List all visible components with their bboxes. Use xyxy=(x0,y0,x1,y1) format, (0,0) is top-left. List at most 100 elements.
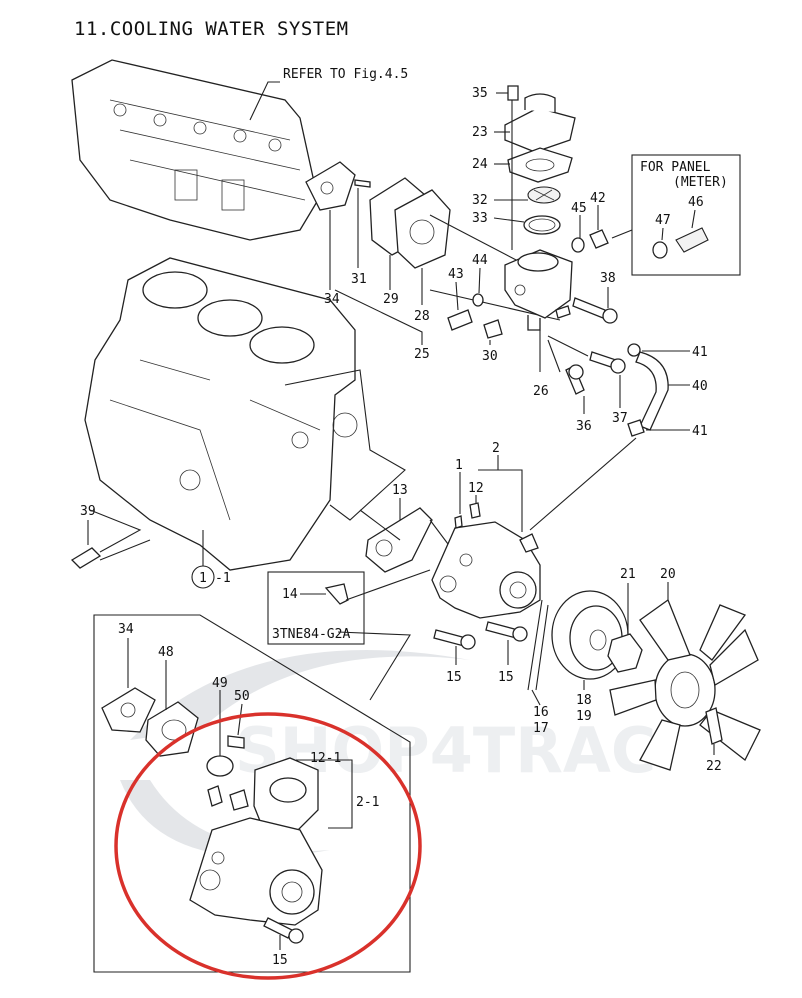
callout-47: 47 xyxy=(655,213,671,228)
callout-29: 29 xyxy=(383,292,399,307)
callout-15-right: 15 xyxy=(498,670,514,685)
thermostat-32 xyxy=(527,186,561,204)
thermostat-housing xyxy=(504,249,573,331)
callout-23: 23 xyxy=(472,125,488,140)
inset-plug xyxy=(207,785,223,807)
highlight-circle xyxy=(114,712,422,980)
thermostat-cover-23 xyxy=(504,93,576,153)
plug-1 xyxy=(454,515,463,529)
callout-21: 21 xyxy=(620,567,636,582)
inset-water-pump-2-1 xyxy=(189,757,323,926)
callout-25: 25 xyxy=(414,347,430,362)
inset-elbow-48 xyxy=(145,701,199,757)
callout-20: 20 xyxy=(660,567,676,582)
plug-12 xyxy=(469,502,481,519)
sender-46 xyxy=(675,227,709,253)
inset-gasket-34 xyxy=(101,687,156,733)
cylinder-block xyxy=(84,257,358,571)
callout-22: 22 xyxy=(706,759,722,774)
callout-36: 36 xyxy=(576,419,592,434)
elbow-14 xyxy=(324,583,349,605)
callout-12: 12 xyxy=(468,481,484,496)
refer-note: REFER TO Fig.4.5 xyxy=(283,67,408,82)
callout-46: 46 xyxy=(688,195,704,210)
panel-meter-box: FOR PANEL (METER) 46 47 xyxy=(631,154,741,276)
callout-37: 37 xyxy=(612,411,628,426)
callout-43: 43 xyxy=(448,267,464,282)
cock-43 xyxy=(447,309,473,331)
callout-2: 2 xyxy=(492,441,500,456)
callout-45: 45 xyxy=(571,201,587,216)
union-30 xyxy=(483,319,503,339)
plug-42 xyxy=(589,229,609,249)
callout-41-upper: 41 xyxy=(692,345,708,360)
diagram-title: 11.COOLING WATER SYSTEM xyxy=(74,18,349,40)
bolt-22 xyxy=(705,707,723,745)
inset-callout-15: 15 xyxy=(272,953,288,968)
inset-bolt-50 xyxy=(227,735,245,749)
inset-callout-34: 34 xyxy=(118,622,134,637)
panel-box-line2: (METER) xyxy=(673,175,728,190)
refer-leader xyxy=(249,81,280,121)
inset-callout-48: 48 xyxy=(158,645,174,660)
callout-33: 33 xyxy=(472,211,488,226)
callout-13: 13 xyxy=(392,483,408,498)
cylinder-head xyxy=(71,59,319,241)
callout-1: 1 xyxy=(455,458,463,473)
callout-31: 31 xyxy=(351,272,367,287)
clip-41-lower xyxy=(627,419,645,437)
clip-41-upper xyxy=(627,343,641,357)
callout-32: 32 xyxy=(472,193,488,208)
gasket-13 xyxy=(365,507,433,573)
callout-19: 19 xyxy=(576,709,592,724)
front-plate-outline xyxy=(284,369,406,521)
inset-box-3tne84: 14 3TNE84-G2A xyxy=(267,571,365,645)
inset-callout-12-1: 12-1 xyxy=(310,751,341,766)
panel-box-line1: FOR PANEL xyxy=(640,160,711,175)
drain-cock-39 xyxy=(70,547,102,569)
inset-callout-49: 49 xyxy=(212,676,228,691)
callout-1-1-num: 1 xyxy=(199,571,207,586)
water-pump xyxy=(431,521,541,619)
watermark: SHOP4TRAC xyxy=(120,650,656,857)
bolt-38 xyxy=(572,297,606,319)
inset-box-label: 3TNE84-G2A xyxy=(272,627,350,642)
bypass-hose-40 xyxy=(635,351,669,431)
callout-26: 26 xyxy=(533,384,549,399)
callout-1-1-suffix: -1 xyxy=(215,571,231,586)
callout-39: 39 xyxy=(80,504,96,519)
callout-40: 40 xyxy=(692,379,708,394)
callout-42: 42 xyxy=(590,191,606,206)
callout-41-lower: 41 xyxy=(692,424,708,439)
callout-28: 28 xyxy=(414,309,430,324)
washer-44 xyxy=(472,293,484,307)
callout-24: 24 xyxy=(472,157,488,172)
callout-44: 44 xyxy=(472,253,488,268)
callout-30: 30 xyxy=(482,349,498,364)
spacer-21 xyxy=(607,633,643,673)
callout-34: 34 xyxy=(324,292,340,307)
callout-17: 17 xyxy=(533,721,549,736)
inset-oring-49 xyxy=(206,755,234,777)
inset-lower-frame xyxy=(93,614,411,973)
stud-26 xyxy=(555,305,571,319)
inset-callout-50: 50 xyxy=(234,689,250,704)
callout-15-left: 15 xyxy=(446,670,462,685)
hose-connection-line xyxy=(529,437,637,531)
callout-18: 18 xyxy=(576,693,592,708)
callout-16: 16 xyxy=(533,705,549,720)
callout-14: 14 xyxy=(282,587,298,602)
washer-45 xyxy=(571,237,585,253)
housing-28 xyxy=(394,189,451,269)
callout-38: 38 xyxy=(600,271,616,286)
bolt-31 xyxy=(354,179,371,188)
gasket-34 xyxy=(305,161,356,211)
inset-bolt-15 xyxy=(263,917,293,939)
callout-35: 35 xyxy=(472,86,488,101)
gasket-24 xyxy=(507,147,573,183)
v-belt xyxy=(527,599,549,691)
bolt-35 xyxy=(507,85,519,101)
washer-47 xyxy=(652,241,668,259)
